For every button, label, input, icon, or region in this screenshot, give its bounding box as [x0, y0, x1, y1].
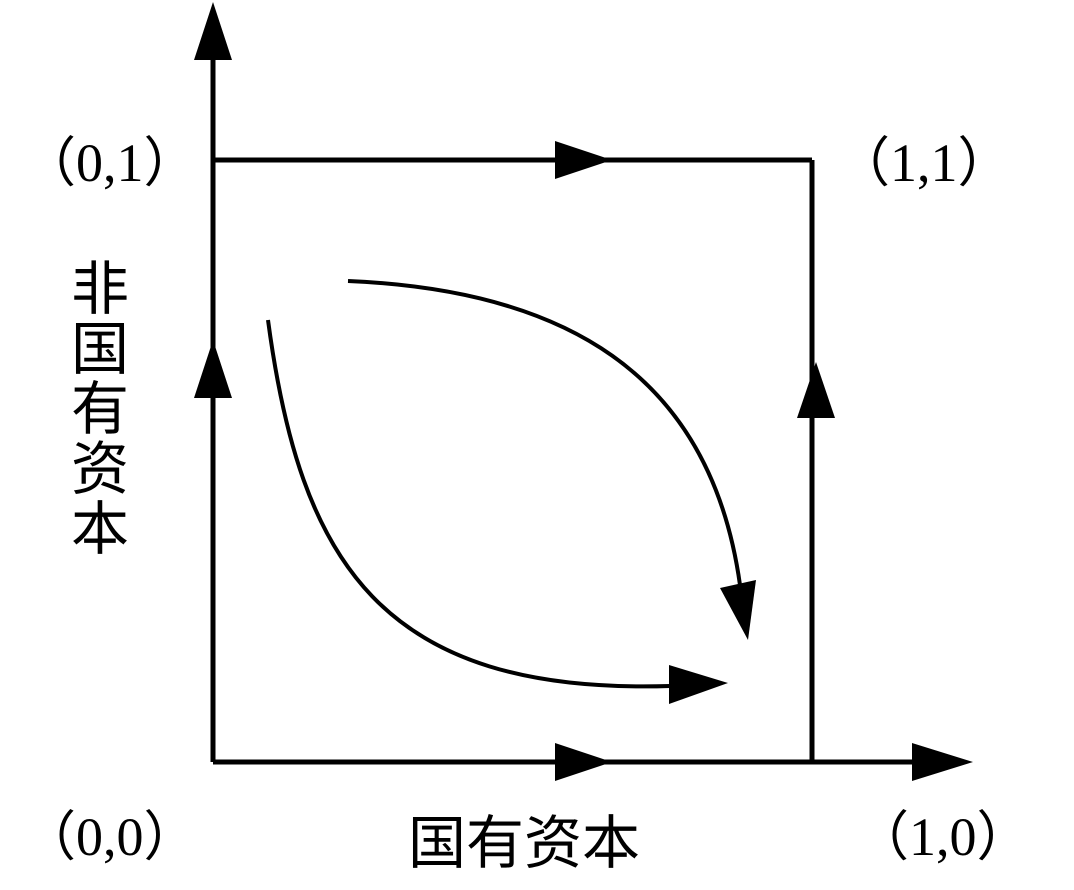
right-edge-arrow — [797, 362, 835, 418]
corner-label-top-left: （0,1） — [22, 133, 198, 193]
lower-trajectory-arrow — [669, 665, 728, 704]
upper-trajectory-curve — [347, 279, 742, 586]
top-edge-arrow — [555, 141, 612, 179]
y-axis-mid-arrow — [194, 340, 232, 398]
x-axis-arrowhead — [912, 743, 973, 781]
upper-trajectory-arrow — [720, 580, 756, 640]
corner-label-bottom-right: （1,0） — [855, 807, 1031, 867]
x-axis-label: 国有资本 — [408, 809, 641, 877]
corner-label-bottom-left: （0,0） — [22, 807, 198, 867]
x-axis-mid-arrow — [555, 743, 612, 781]
y-axis-arrowhead — [194, 2, 232, 60]
lower-trajectory-curve — [266, 319, 671, 689]
corner-label-top-right: （1,1） — [836, 133, 1012, 193]
y-axis-label: 非国有资本 — [61, 258, 129, 558]
